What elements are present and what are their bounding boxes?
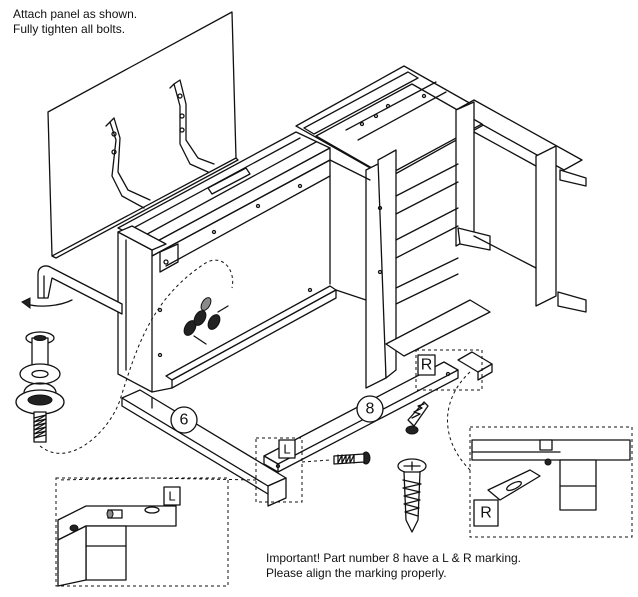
part-number-8: 8 xyxy=(356,395,384,423)
hinge-bracket-right xyxy=(169,79,215,173)
note-line-1: Important! Part number 8 have a L & R ma… xyxy=(266,551,522,565)
important-note: Important! Part number 8 have a L & R ma… xyxy=(266,551,521,581)
instruction-line-2: Fully tighten all bolts. xyxy=(13,22,126,36)
hinge-bracket-left xyxy=(105,117,151,209)
rail-6 xyxy=(121,389,287,507)
screw-small-icon xyxy=(405,401,429,435)
instruction-text: Attach panel as shown. Fully tighten all… xyxy=(13,7,137,37)
highlight-box-r xyxy=(415,349,483,391)
detail-marker-r-label: R xyxy=(480,505,492,522)
bolt-assembly-inserted xyxy=(183,297,229,345)
short-bolt-icon xyxy=(301,451,371,465)
highlight-box-l xyxy=(255,437,303,503)
marker-r-label: R xyxy=(421,357,433,374)
top-frame xyxy=(117,131,331,257)
allen-key-icon xyxy=(37,265,123,315)
side-panel xyxy=(47,11,239,259)
left-end-frame xyxy=(117,225,179,393)
long-rails xyxy=(151,159,337,393)
bolt-icon xyxy=(15,331,65,443)
instruction-line-1: Attach panel as shown. xyxy=(13,7,138,21)
right-cabinet-frame xyxy=(295,65,587,389)
marker-l-label: L xyxy=(283,442,290,457)
callout-line-r xyxy=(447,371,471,471)
rotation-arrow-icon xyxy=(21,297,73,309)
screw-icon xyxy=(397,458,427,533)
marker-l: L xyxy=(278,439,296,459)
dashed-guide-arc xyxy=(39,259,234,454)
part-number-8-label: 8 xyxy=(366,401,375,418)
note-line-2: Please align the marking properly. xyxy=(266,566,447,580)
detail-box-l: L xyxy=(55,477,229,587)
part-number-6: 6 xyxy=(170,406,198,434)
part-number-6-label: 6 xyxy=(180,412,189,429)
detail-marker-l-label: L xyxy=(168,489,175,504)
detail-box-r: R xyxy=(469,426,633,538)
marker-r: R xyxy=(417,354,436,376)
